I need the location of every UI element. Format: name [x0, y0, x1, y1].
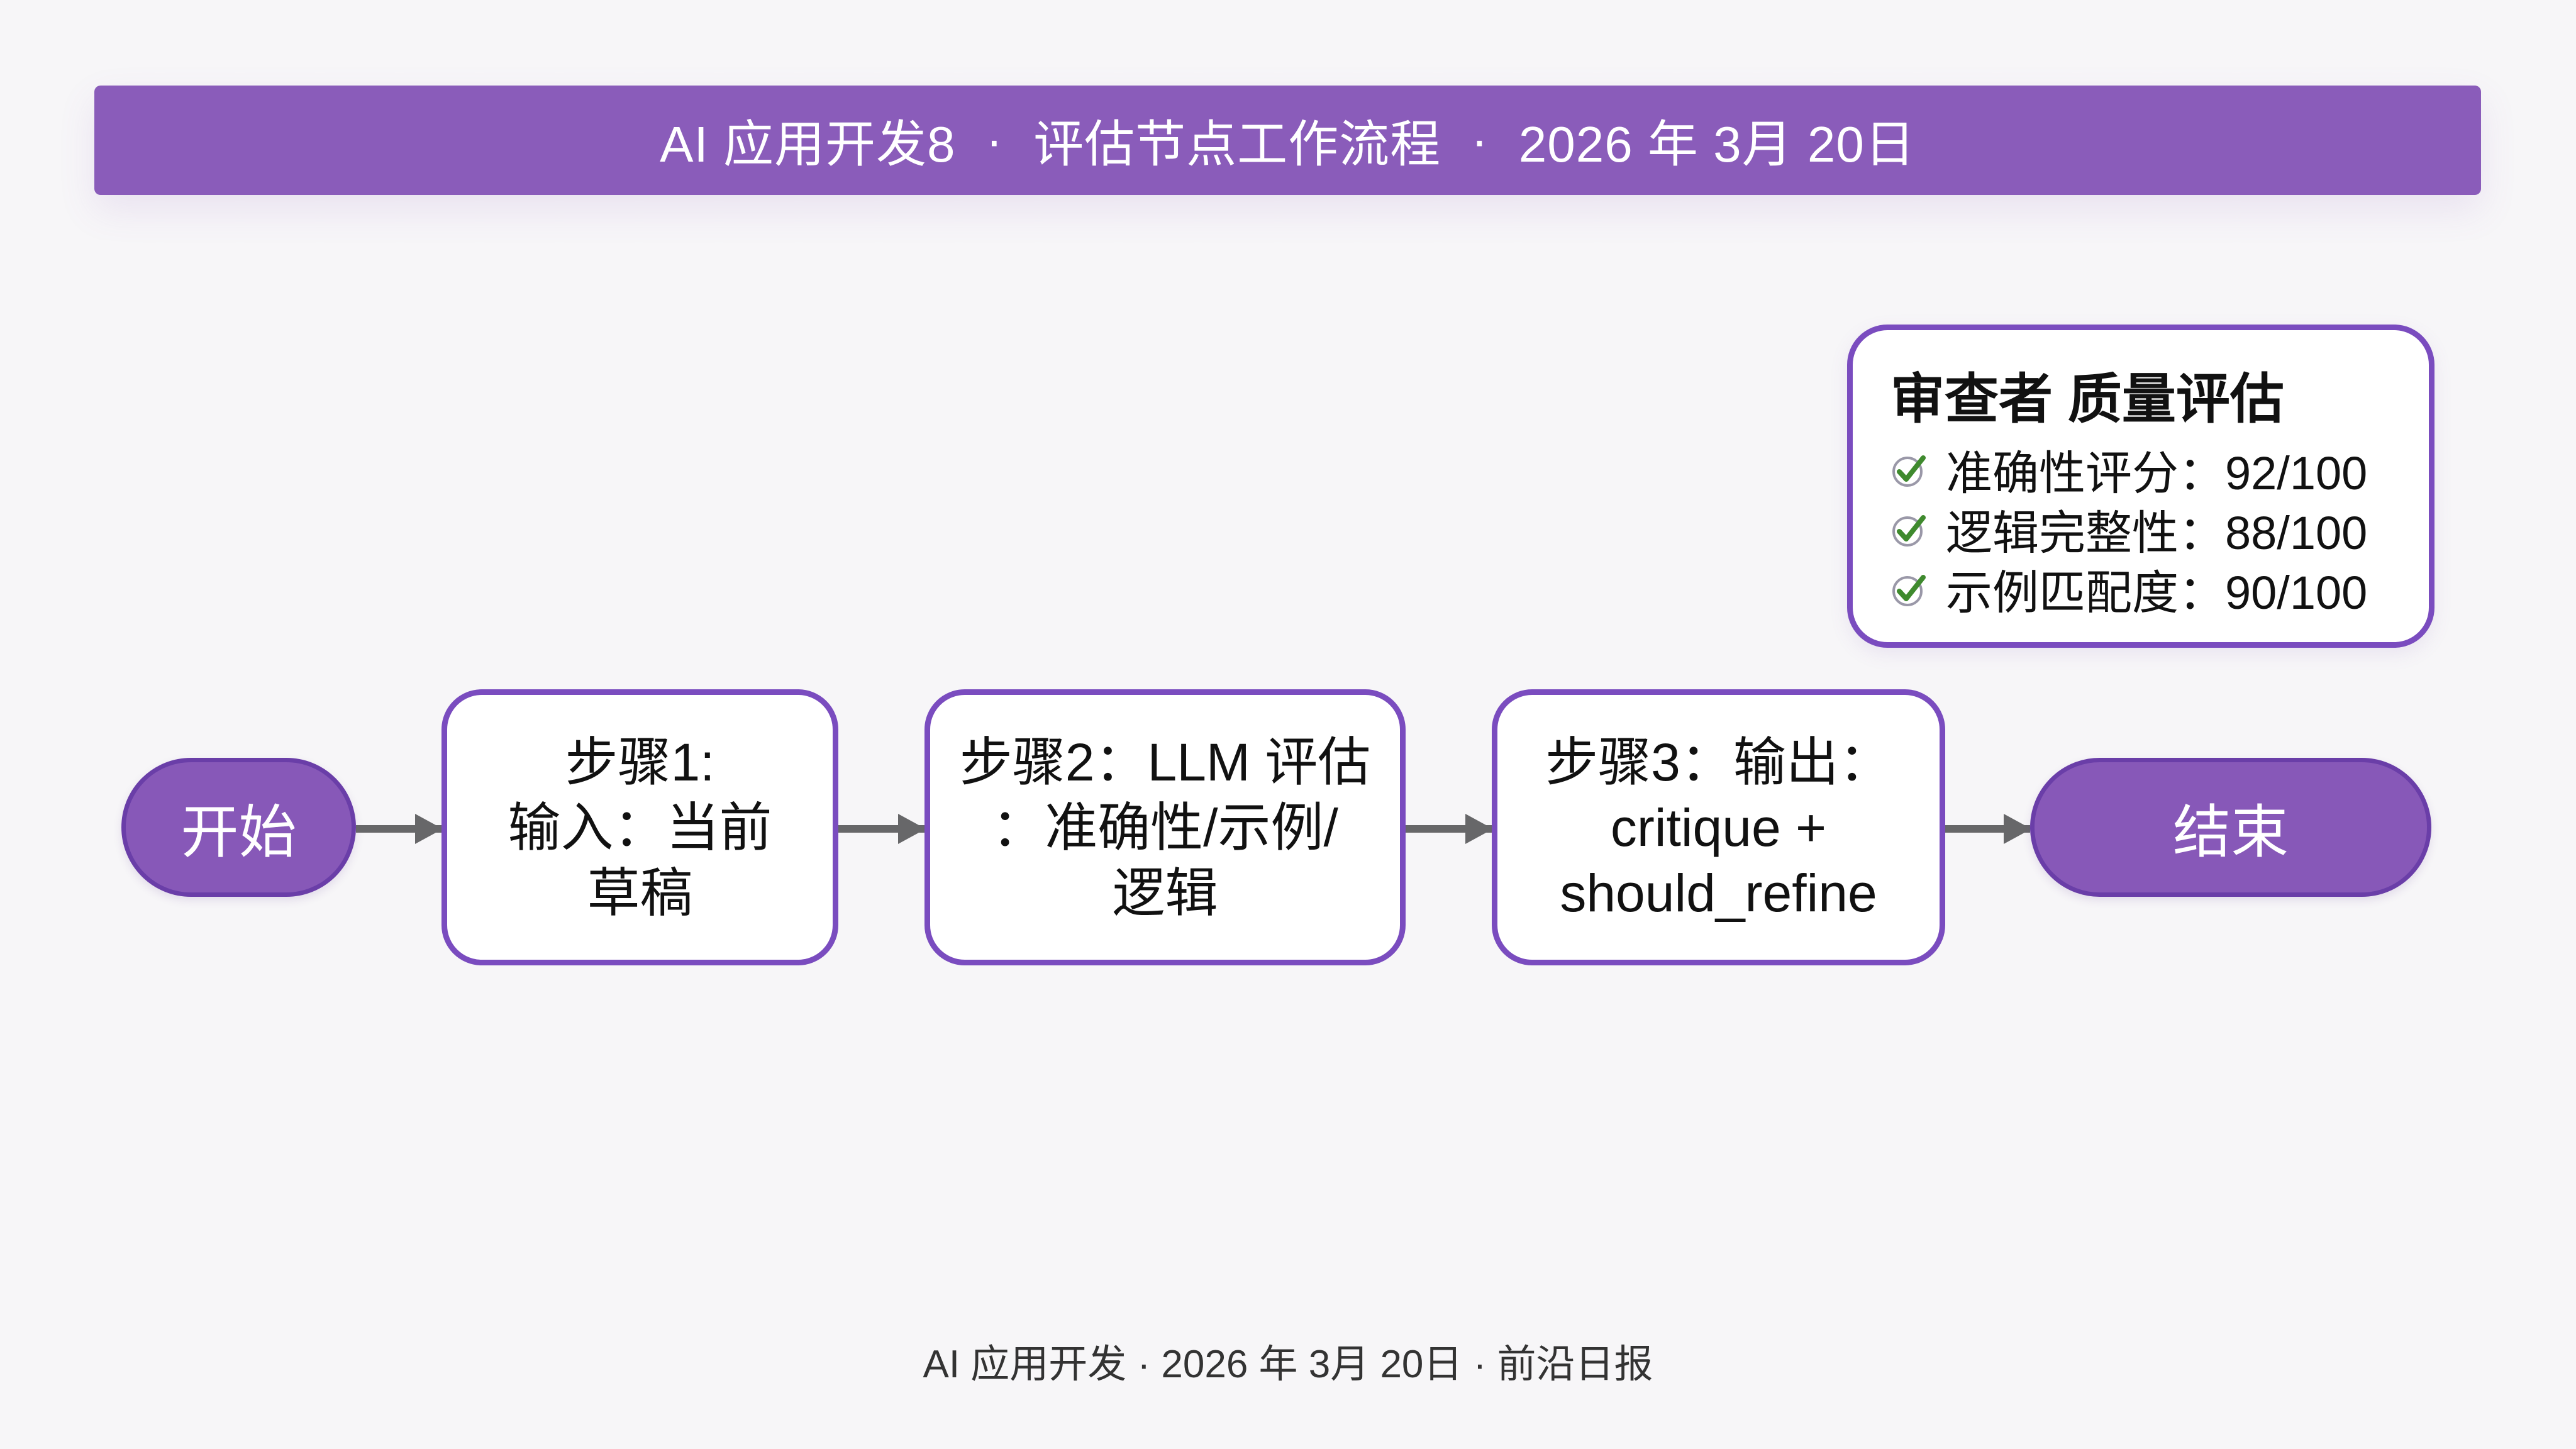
- review-item-label: 示例匹配度：90/100: [1946, 567, 2368, 619]
- start-label: 开始: [180, 801, 297, 865]
- footer-caption: AI 应用开发 · 2026 年 3月 20日 · 前沿日报: [923, 1343, 1653, 1386]
- title-date: 2026 年 3月 20日: [1518, 116, 1916, 172]
- review-item-logic: 逻辑完整性：88/100: [1890, 499, 2429, 559]
- end-node: 结束: [2030, 758, 2431, 897]
- check-circle-icon: [1892, 574, 1926, 606]
- step3-line1: 步骤3：输出：: [1545, 732, 1892, 792]
- review-item-example-match: 示例匹配度：90/100: [1890, 559, 2429, 619]
- review-item-label: 准确性评分：92/100: [1946, 447, 2368, 499]
- step2-node: 步骤2：LLM 评估 ：准确性/示例/ 逻辑: [924, 689, 1406, 965]
- reviewer-panel-title: 审查者 质量评估: [1890, 369, 2284, 430]
- arrow-start-to-step1: [356, 825, 441, 833]
- step2-line1: 步骤2：LLM 评估: [959, 732, 1371, 792]
- step1-line2: 输入：当前: [508, 797, 772, 857]
- step1-node: 步骤1: 输入：当前 草稿: [441, 689, 838, 965]
- step1-line3: 草稿: [587, 863, 693, 923]
- start-node: 开始: [121, 758, 356, 897]
- review-item-label: 逻辑完整性：88/100: [1946, 507, 2368, 559]
- title-banner: AI 应用开发8 · 评估节点工作流程 · 2026 年 3月 20日: [94, 86, 2481, 195]
- end-label: 结束: [2172, 801, 2289, 865]
- step1-line1: 步骤1:: [565, 732, 715, 792]
- arrow-step2-to-step3: [1406, 825, 1492, 833]
- check-circle-icon: [1892, 514, 1926, 547]
- title-course: AI 应用开发8: [660, 116, 956, 172]
- step2-line3: 逻辑: [1112, 863, 1218, 923]
- check-circle-icon: [1892, 455, 1926, 487]
- arrow-step1-to-step2: [838, 825, 924, 833]
- step2-line2: ：准确性/示例/: [992, 797, 1338, 857]
- step3-line2: critique +: [1610, 797, 1827, 857]
- title-separator: ·: [1471, 112, 1489, 168]
- review-item-accuracy: 准确性评分：92/100: [1890, 440, 2429, 499]
- step3-line3: should_refine: [1560, 863, 1877, 923]
- reviewer-quality-panel: 审查者 质量评估 准确性评分：92/100 逻辑完整性：88/100 示例匹配度…: [1847, 325, 2434, 648]
- title-topic: 评估节点工作流程: [1033, 116, 1441, 172]
- title-separator: ·: [985, 112, 1004, 168]
- arrow-step3-to-end: [1945, 825, 2030, 833]
- step3-node: 步骤3：输出： critique + should_refine: [1492, 689, 1945, 965]
